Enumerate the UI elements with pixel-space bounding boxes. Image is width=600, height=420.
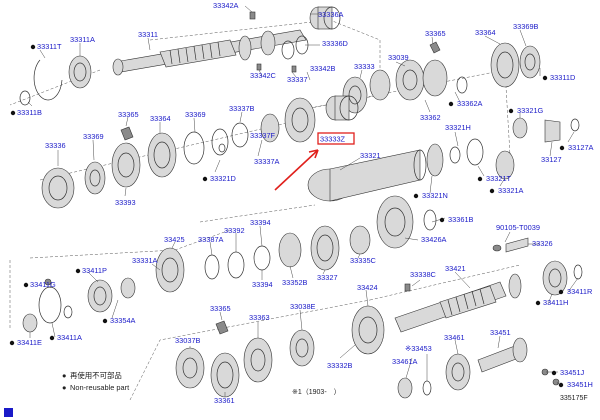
top-shaft-assembly	[19, 6, 341, 106]
label-33362A[interactable]: 33362A	[457, 99, 483, 108]
label-33127A[interactable]: 33127A	[568, 143, 594, 152]
synchro-row	[41, 95, 359, 209]
label-33337B[interactable]: 33337B	[229, 104, 255, 113]
label-33037B[interactable]: 33037B	[175, 336, 201, 345]
corner-square-icon	[4, 408, 13, 417]
legend-dot-2: ●	[62, 383, 66, 392]
label-33337A[interactable]: 33337A	[254, 157, 280, 166]
label-33039[interactable]: 33039	[388, 53, 409, 62]
label-33451H[interactable]: 33451H	[567, 380, 593, 389]
label-33365-top[interactable]: 33365	[425, 29, 446, 38]
label-33326[interactable]: 33326	[532, 239, 553, 248]
label-33311A[interactable]: 33311A	[70, 35, 95, 44]
legend-text-jp: 再使用不可部品	[70, 371, 122, 380]
label-33311D[interactable]: 33311D	[550, 73, 575, 82]
label-33338C[interactable]: 33338C	[410, 270, 437, 279]
label-33333[interactable]: 33333	[354, 62, 375, 71]
label-33365-mid[interactable]: 33365	[118, 110, 139, 119]
label-33336D[interactable]: 33336D	[322, 39, 348, 48]
label-33424[interactable]: 33424	[357, 283, 378, 292]
label-33461A[interactable]: 33461A	[392, 357, 418, 366]
label-33331A[interactable]: 33331A	[132, 256, 158, 265]
figure-code: 335175F	[560, 395, 588, 402]
label-33335C[interactable]: 33335C	[350, 256, 377, 265]
label-33394-bottom[interactable]: 33394	[252, 280, 273, 289]
label-33038E[interactable]: 33038E	[290, 302, 316, 311]
highlighted-part[interactable]: 33333Z	[317, 132, 355, 145]
label-90105-T0039[interactable]: 90105-T0039	[496, 223, 540, 232]
label-33425[interactable]: 33425	[164, 235, 185, 244]
label-33461[interactable]: 33461	[444, 333, 465, 342]
label-33342C[interactable]: 33342C	[250, 71, 277, 80]
label-33361B[interactable]: 33361B	[448, 215, 474, 224]
label-33394-top[interactable]: 33394	[250, 218, 271, 227]
legend-dot-1: ●	[62, 371, 66, 380]
footnote-applicability: ※1（1903- ）	[292, 388, 341, 396]
label-33411P[interactable]: 33411P	[82, 266, 107, 275]
label-33354A[interactable]: 33354A	[110, 316, 136, 325]
label-33421[interactable]: 33421	[445, 264, 466, 273]
label-33321A[interactable]: 33321A	[498, 186, 524, 195]
label-33451[interactable]: 33451	[490, 328, 511, 337]
bottom-row-parts	[175, 305, 560, 399]
label-33333Z[interactable]: 33333Z	[320, 135, 346, 144]
label-33352B[interactable]: 33352B	[282, 278, 308, 287]
label-33411E[interactable]: 33411E	[17, 338, 42, 347]
label-33364-mid[interactable]: 33364	[150, 114, 171, 123]
counter-shaft-assembly	[394, 260, 583, 333]
label-33336A[interactable]: 33336A	[318, 10, 344, 19]
label-33365-bottom[interactable]: 33365	[210, 304, 231, 313]
label-33392[interactable]: 33392	[224, 226, 245, 235]
label-33362[interactable]: 33362	[420, 113, 441, 122]
label-33336[interactable]: 33336	[45, 141, 66, 150]
third-row-parts	[22, 195, 529, 333]
label-33363[interactable]: 33363	[249, 313, 270, 322]
label-33411A[interactable]: 33411A	[57, 333, 82, 342]
label-33127[interactable]: 33127	[541, 155, 562, 164]
label-33369-right[interactable]: 33369	[185, 110, 206, 119]
label-33311B[interactable]: 33311B	[17, 108, 42, 117]
label-33369B[interactable]: 33369B	[513, 22, 539, 31]
label-33451J[interactable]: 33451J	[560, 368, 585, 377]
label-33387A[interactable]: 33387A	[198, 235, 224, 244]
non-reusable-markers	[9, 44, 565, 388]
label-33411R[interactable]: 33411R	[567, 287, 592, 296]
label-33342A[interactable]: 33342A	[213, 1, 239, 10]
label-33369-mid[interactable]: 33369	[83, 132, 104, 141]
label-33311T[interactable]: 33311T	[37, 42, 62, 51]
label-33393[interactable]: 33393	[115, 198, 136, 207]
legend-text-en: Non-reusable part	[70, 383, 129, 392]
label-33321N[interactable]: 33321N	[422, 191, 448, 200]
label-33321[interactable]: 33321	[360, 151, 381, 160]
label-33361[interactable]: 33361	[214, 396, 235, 405]
label-33332B[interactable]: 33332B	[327, 361, 353, 370]
leader-lines	[27, 5, 579, 397]
label-33321D[interactable]: 33321D	[210, 174, 236, 183]
label-33337[interactable]: 33337	[287, 75, 308, 84]
label-33364-top[interactable]: 33364	[475, 28, 496, 37]
label-33321G[interactable]: 33321G	[517, 106, 544, 115]
label-33311[interactable]: 33311	[138, 30, 158, 39]
label-33327[interactable]: 33327	[317, 273, 338, 282]
main-shaft-assembly	[307, 117, 580, 202]
part-labels: 33342A 33336A 33311T 33311A 33311 33336D…	[17, 1, 594, 405]
label-33411G[interactable]: 33411G	[30, 280, 56, 289]
legend: ● 再使用不可部品 ● Non-reusable part	[62, 371, 129, 392]
label-33321T[interactable]: 33321T	[486, 174, 512, 183]
label-33342B[interactable]: 33342B	[310, 64, 336, 73]
label-33411H[interactable]: 33411H	[543, 298, 568, 307]
label-33337F[interactable]: 33337F	[250, 131, 276, 140]
label-33453[interactable]: ※33453	[405, 344, 432, 353]
label-33321H[interactable]: 33321H	[445, 123, 471, 132]
highlight-callout	[274, 149, 319, 191]
label-33426A[interactable]: 33426A	[421, 235, 447, 244]
